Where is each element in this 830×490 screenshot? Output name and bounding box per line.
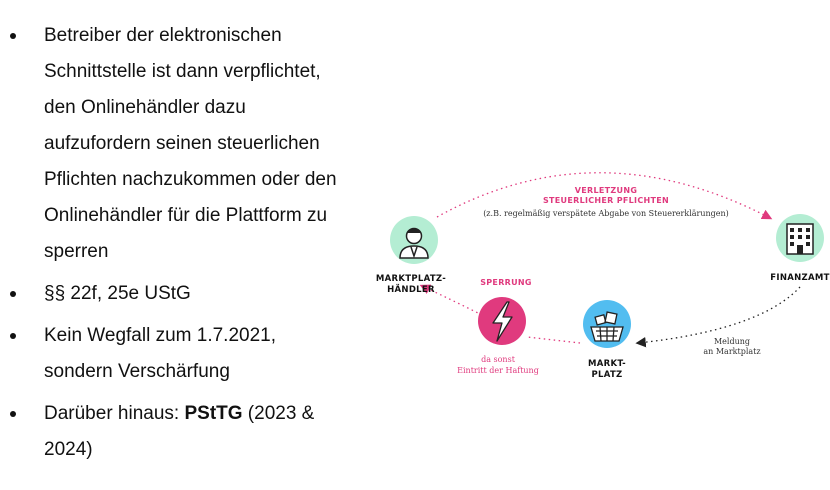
- bullet-text: den Onlinehändler dazu: [44, 97, 246, 118]
- bullet-text: aufzufordern seinen steuerlichen: [44, 133, 320, 154]
- meldung-label: Meldung: [714, 337, 750, 346]
- marktplatz-label: PLATZ: [591, 370, 622, 380]
- sperrung-label: SPERRUNG: [480, 278, 532, 287]
- marktplatz-label: MARKT-: [588, 359, 626, 369]
- bullet-item: Betreiber der elektronischen Schnittstel…: [0, 18, 380, 270]
- arrow-haendler-to-finanzamt: [436, 172, 773, 220]
- bullet-item: Darüber hinaus: PStTG (2023 & 2024): [0, 396, 380, 468]
- haftung-label: Eintritt der Haftung: [457, 366, 539, 375]
- bullet-text: Pflichten nachzukommen oder den: [44, 169, 337, 190]
- shopping-basket-icon: [590, 311, 624, 342]
- haendler-label: MARKTPLATZ-: [376, 274, 446, 284]
- person-icon: [399, 227, 429, 259]
- bullet-text: sperren: [44, 241, 109, 262]
- bullet-text: 2024): [44, 439, 93, 460]
- bullet-text: sondern Verschärfung: [44, 361, 230, 382]
- verletzung-example: (z.B. regelmäßig verspätete Abgabe von S…: [483, 209, 729, 218]
- bullet-list: Betreiber der elektronischen Schnittstel…: [0, 18, 380, 474]
- building-icon: [786, 223, 814, 255]
- bullet-text: (2023 &: [242, 403, 315, 424]
- tax-flow-diagram: VERLETZUNG STEUERLICHER PFLICHTEN (z.B. …: [376, 172, 829, 380]
- connector-marktplatz-to-sperrung: [526, 336, 581, 344]
- bullet-text: Kein Wegfall zum 1.7.2021,: [44, 325, 277, 346]
- pststg-bold: PStTG: [184, 403, 243, 424]
- bullet-text: §§ 22f, 25e UStG: [44, 283, 191, 304]
- bullet-item: §§ 22f, 25e UStG: [0, 276, 380, 312]
- haendler-node: MARKTPLATZ- HÄNDLER: [376, 216, 446, 295]
- haftung-label: da sonst: [481, 355, 516, 364]
- finanzamt-node: FINANZAMT: [770, 214, 829, 283]
- bullet-text: Schnittstelle ist dann verpflichtet,: [44, 61, 321, 82]
- sperrung-node: SPERRUNG da sonst Eintritt der Haftung: [457, 278, 539, 375]
- meldung-label: an Marktplatz: [703, 347, 760, 356]
- verletzung-label: VERLETZUNG: [575, 186, 637, 195]
- lightning-icon: [492, 301, 513, 342]
- marktplatz-node: MARKT- PLATZ: [583, 300, 631, 380]
- arrow-sperrung-to-haendler: [419, 284, 483, 316]
- verletzung-label: STEUERLICHER PFLICHTEN: [543, 196, 669, 205]
- arrow-finanzamt-to-marktplatz: [635, 286, 801, 348]
- bullet-text: Onlinehändler für die Plattform zu: [44, 205, 328, 226]
- bullet-text: Darüber hinaus:: [44, 403, 185, 424]
- bullet-item: Kein Wegfall zum 1.7.2021, sondern Versc…: [0, 318, 380, 390]
- haendler-label: HÄNDLER: [387, 284, 435, 295]
- bullet-text: Betreiber der elektronischen: [44, 25, 282, 46]
- finanzamt-label: FINANZAMT: [770, 273, 829, 283]
